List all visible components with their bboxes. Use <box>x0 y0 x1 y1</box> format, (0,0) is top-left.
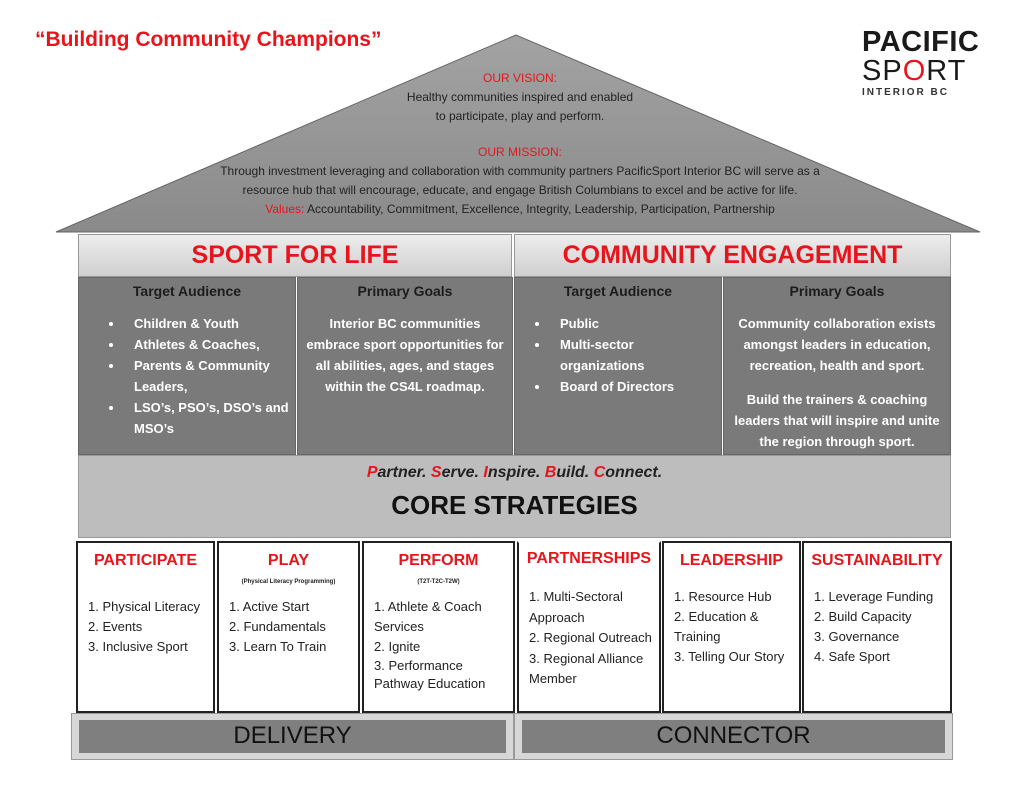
panel-heading: Primary Goals <box>357 283 453 299</box>
vision-block: OUR VISION: Healthy communities inspired… <box>160 69 880 126</box>
logo-line3: INTERIOR BC <box>862 87 949 98</box>
strategy-partnerships: PARTNERSHIPS 1. Multi-Sectoral Approach … <box>517 541 661 713</box>
mission-block: OUR MISSION: Through investment leveragi… <box>130 143 910 219</box>
list-item: 1. Athlete & Coach Services <box>374 599 482 634</box>
list-item: 1. Physical Literacy <box>88 599 200 614</box>
panel-heading: Target Audience <box>563 283 673 299</box>
strategy-items: 1. Physical Literacy 2. Events 3. Inclus… <box>88 597 213 657</box>
list-item: 4. Safe Sport <box>814 649 890 664</box>
sport-for-life-banner: SPORT FOR LIFE <box>78 234 512 277</box>
list-item: 3. Regional Alliance Member <box>529 650 644 687</box>
list-item: 3. Telling Our Story <box>674 649 785 664</box>
tagline: “Building Community Champions” <box>35 28 382 51</box>
list-item: 2. Fundamentals <box>229 619 326 634</box>
list-item: 1. Multi-Sectoral Approach <box>529 589 623 625</box>
list-item: Children & Youth <box>124 313 295 334</box>
connector-footer: CONNECTOR <box>514 713 953 760</box>
strategy-items: 1. Athlete & Coach Services 2. Ignite 3.… <box>374 597 513 693</box>
strategy-participate: PARTICIPATE 1. Physical Literacy 2. Even… <box>76 541 215 713</box>
strategy-title: PLAY <box>267 552 310 569</box>
list-item: Public <box>550 313 721 334</box>
strategy-items: 1. Active Start 2. Fundamentals 3. Learn… <box>229 597 358 657</box>
list-item: 3. Inclusive Sport <box>88 639 188 654</box>
strategy-subtitle: (T2T-T2C-T2W) <box>417 579 460 585</box>
core-strategies-band: Partner. Serve. Inspire. Build. Connect.… <box>78 455 951 538</box>
goals-text: Interior BC communities embrace sport op… <box>306 316 504 394</box>
list-item: 2. Ignite <box>374 639 421 654</box>
connector-label: CONNECTOR <box>522 720 945 753</box>
logo-line1: PACIFIC <box>862 26 980 58</box>
mission-label: OUR MISSION: <box>477 145 562 159</box>
strategy-title: SUSTAINABILITY <box>811 552 943 569</box>
panel-ce-primary-goals: Primary Goals Community collaboration ex… <box>723 277 951 455</box>
list-item: 1. Resource Hub <box>674 589 772 604</box>
list-item: 3. Performance Pathway Education <box>374 658 486 691</box>
list-item: 2. Build Capacity <box>814 609 912 624</box>
strategy-title: PERFORM <box>398 552 479 569</box>
vision-label: OUR VISION: <box>482 71 557 85</box>
list-item: 2. Events <box>88 619 143 634</box>
audience-list: Children & Youth Athletes & Coaches, Par… <box>79 313 295 439</box>
delivery-label: DELIVERY <box>79 720 506 753</box>
panel-heading: Primary Goals <box>789 283 885 299</box>
mission-line2: resource hub that will encourage, educat… <box>242 183 798 197</box>
strategy-title: PARTNERSHIPS <box>526 550 652 567</box>
core-strategies-title: CORE STRATEGIES <box>391 490 638 520</box>
strategy-title: LEADERSHIP <box>679 552 784 569</box>
strategy-subtitle: (Physical Literacy Programming) <box>241 579 336 585</box>
list-item: Parents & Community Leaders, <box>124 355 295 397</box>
strategy-play: PLAY (Physical Literacy Programming) 1. … <box>217 541 360 713</box>
vision-line1: Healthy communities inspired and enabled <box>406 90 634 104</box>
list-item: 2. Education & Training <box>674 609 759 644</box>
strategy-subtitle <box>78 579 213 587</box>
list-item: 2. Regional Outreach <box>529 630 652 645</box>
list-item: Athletes & Coaches, <box>124 334 295 355</box>
list-item: 3. Governance <box>814 629 900 644</box>
goals-text: Community collaboration exists amongst l… <box>738 316 936 373</box>
list-item: 1. Active Start <box>229 599 310 614</box>
strategy-sustainability: SUSTAINABILITY 1. Leverage Funding 2. Bu… <box>802 541 952 713</box>
values-line: Values: Accountability, Commitment, Exce… <box>265 202 775 216</box>
community-engagement-banner: COMMUNITY ENGAGEMENT <box>514 234 951 277</box>
vision-line2: to participate, play and perform. <box>435 109 605 123</box>
strategy-items: 1. Resource Hub 2. Education & Training … <box>674 587 799 667</box>
strategy-perform: PERFORM (T2T-T2C-T2W) 1. Athlete & Coach… <box>362 541 515 713</box>
strategy-title: PARTICIPATE <box>93 552 198 569</box>
list-item: Multi-sector organizations <box>550 334 721 376</box>
panel-ce-target-audience: Target Audience Public Multi-sector orga… <box>514 277 722 455</box>
panel-heading: Target Audience <box>132 283 242 299</box>
strategy-leadership: LEADERSHIP 1. Resource Hub 2. Education … <box>662 541 801 713</box>
audience-list: Public Multi-sector organizations Board … <box>515 313 721 397</box>
list-item: LSO’s, PSO’s, DSO’s and MSO’s <box>124 397 295 439</box>
panel-sfl-target-audience: Target Audience Children & Youth Athlete… <box>78 277 296 455</box>
pacificsport-logo: PACIFIC SPORT INTERIOR BC <box>862 27 1002 98</box>
motto: Partner. Serve. Inspire. Build. Connect. <box>366 464 663 481</box>
list-item: Board of Directors <box>550 376 721 397</box>
strategy-items: 1. Multi-Sectoral Approach 2. Regional O… <box>529 587 659 690</box>
strategy-items: 1. Leverage Funding 2. Build Capacity 3.… <box>814 587 950 667</box>
list-item: 1. Leverage Funding <box>814 589 934 604</box>
mission-line1: Through investment leveraging and collab… <box>220 164 820 178</box>
house-roof <box>55 34 981 233</box>
panel-sfl-primary-goals: Primary Goals Interior BC communities em… <box>297 277 513 455</box>
delivery-footer: DELIVERY <box>71 713 514 760</box>
goals-text-2: Build the trainers & coaching leaders th… <box>734 392 940 449</box>
list-item: 3. Learn To Train <box>229 639 327 654</box>
logo-line2: SPORT <box>862 55 967 87</box>
